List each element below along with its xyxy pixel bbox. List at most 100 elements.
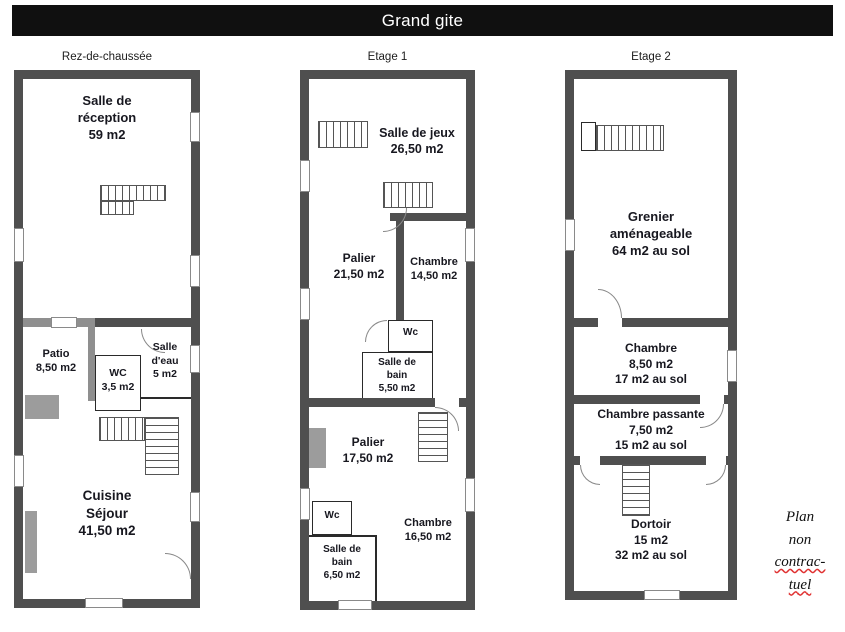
room-area: 8,50 m2 <box>35 362 77 375</box>
room-name: Grenier aménageable <box>609 209 693 241</box>
room-label-salle-eau: Salle d'eau 5 m2 <box>141 341 189 382</box>
staircase <box>318 121 368 148</box>
room-area-floor: 15 m2 au sol <box>614 438 688 453</box>
room-area: 59 m2 <box>88 126 126 142</box>
furniture <box>25 395 59 419</box>
window <box>190 345 200 373</box>
floor-plan-etage2: Grenier aménageable 64 m2 au sol Chambre… <box>565 70 737 600</box>
room-area: 5 m2 <box>153 368 177 381</box>
note-word: contrac- <box>774 554 826 570</box>
wc-room-outline <box>312 501 352 535</box>
window <box>300 488 310 520</box>
staircase <box>100 185 166 201</box>
wall <box>724 395 728 404</box>
window <box>338 600 372 610</box>
room-label-chambre-passante: Chambre passante 7,50 m2 15 m2 au sol <box>591 407 711 454</box>
floor-plan-rdc: Salle de réception 59 m2 Patio 8,50 m2 W… <box>14 70 200 608</box>
door-arc <box>706 465 726 485</box>
room-label-cuisine: Cuisine Séjour 41,50 m2 <box>67 487 147 540</box>
room-area: 7,50 m2 <box>628 422 674 437</box>
note-word: Plan <box>785 509 815 525</box>
staircase <box>596 125 664 151</box>
room-label-patio: Patio 8,50 m2 <box>25 347 87 376</box>
door-arc <box>165 553 191 579</box>
room-name: Wc <box>403 327 418 338</box>
room-label-sdb2: Salle de bain 6,50 m2 <box>317 543 367 582</box>
staircase <box>99 417 145 441</box>
wall <box>726 456 728 465</box>
wall <box>574 395 700 404</box>
wall <box>396 213 404 320</box>
room-name: Palier <box>351 435 385 449</box>
bathroom-outline <box>362 352 433 401</box>
staircase <box>100 201 134 215</box>
room-area: 26,50 m2 <box>390 142 444 157</box>
furniture <box>25 511 37 573</box>
window <box>300 160 310 192</box>
room-label-sdb1: Salle de bain 5,50 m2 <box>375 356 419 395</box>
room-area: 64 m2 au sol <box>611 242 691 258</box>
furniture <box>309 428 326 468</box>
wall <box>622 318 728 327</box>
room-label-salle-jeux: Salle de jeux 26,50 m2 <box>369 125 465 158</box>
room-name: Chambre <box>410 256 458 268</box>
door-arc <box>580 465 600 485</box>
staircase <box>622 464 650 516</box>
room-name: Salle de bain <box>323 544 361 568</box>
room-area: 16,50 m2 <box>404 531 452 544</box>
window <box>85 598 123 608</box>
room-area: 5,50 m2 <box>378 383 416 394</box>
room-label-wc1: Wc <box>390 326 431 339</box>
room-label-chambre3: Chambre 8,50 m2 17 m2 au sol <box>601 341 701 388</box>
wall <box>574 318 598 327</box>
staircase-landing <box>581 122 596 151</box>
wall <box>390 213 466 221</box>
floor-label-etage1: Etage 1 <box>367 51 408 63</box>
room-area: 8,50 m2 <box>628 356 674 371</box>
window <box>465 478 475 512</box>
window <box>190 255 200 287</box>
room-name: WC <box>109 367 127 379</box>
wc-room-outline <box>388 320 433 352</box>
staircase <box>418 412 448 462</box>
window <box>190 112 200 142</box>
room-label-grenier: Grenier aménageable 64 m2 au sol <box>591 209 711 260</box>
room-name: Wc <box>324 510 340 521</box>
room-area-floor: 17 m2 au sol <box>614 372 688 387</box>
room-name: Chambre passante <box>597 407 705 421</box>
window <box>465 228 475 262</box>
room-name: Cuisine Séjour <box>82 488 132 521</box>
room-name: Salle de jeux <box>379 126 455 140</box>
wall <box>88 327 95 401</box>
window <box>565 219 575 251</box>
floor-label-etage2: Etage 2 <box>631 51 671 63</box>
room-name: Chambre <box>404 517 452 529</box>
room-area: 6,50 m2 <box>323 570 361 581</box>
room-area: 14,50 m2 <box>410 270 458 283</box>
wall <box>141 397 191 399</box>
room-area-floor: 32 m2 au sol <box>614 548 688 563</box>
room-label-wc2: Wc <box>314 509 350 522</box>
room-label-dortoir: Dortoir 15 m2 32 m2 au sol <box>601 517 701 564</box>
window <box>14 455 24 487</box>
floor-label-rdc: Rez-de-chaussée <box>61 51 153 63</box>
room-name: Patio <box>42 348 70 360</box>
wall <box>600 456 706 465</box>
note-word: non <box>788 531 812 548</box>
room-name: Dortoir <box>631 517 671 531</box>
page-title: Grand gite <box>12 5 833 36</box>
room-label-palier1: Palier 21,50 m2 <box>327 251 391 282</box>
window <box>14 228 24 262</box>
door-arc <box>598 289 622 318</box>
window <box>644 590 680 600</box>
window <box>300 288 310 320</box>
room-name: Chambre <box>624 341 677 355</box>
room-area: 15 m2 <box>633 532 669 547</box>
room-label-chambre2: Chambre 16,50 m2 <box>397 516 459 545</box>
staircase <box>383 182 433 208</box>
door-arc <box>365 320 387 342</box>
room-label-palier2: Palier 17,50 m2 <box>335 435 401 466</box>
note-word: tuel <box>788 576 812 593</box>
window <box>190 492 200 522</box>
